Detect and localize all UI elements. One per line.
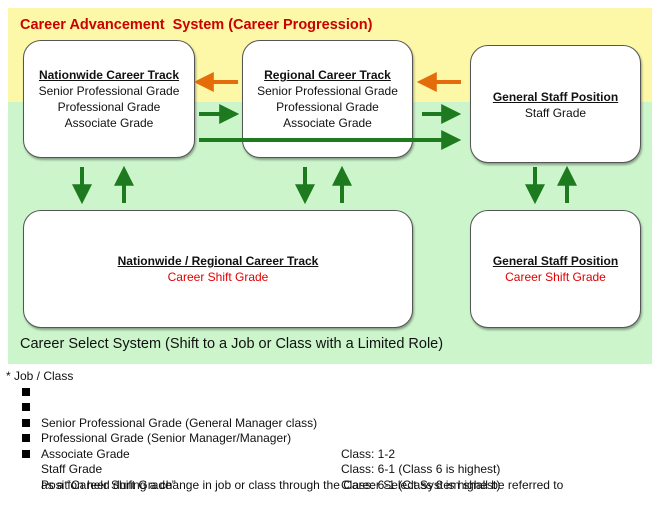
- note-class: Class: 1-2: [341, 446, 396, 461]
- bullet-square: [22, 387, 30, 396]
- note-continuation: as a “Career Shift Grade”: [41, 477, 176, 492]
- box-line: Associate Grade: [64, 116, 154, 130]
- box-line: Professional Grade: [57, 100, 161, 114]
- note-item: Professional Grade (Senior Manager/Manag…: [6, 400, 395, 461]
- general-staff-shift-box: General Staff Position Career Shift Grad…: [470, 210, 641, 328]
- notes-heading: * Job / Class: [6, 369, 74, 383]
- arrows-layer: [72, 72, 577, 205]
- nationwide-regional-shift-box: Nationwide / Regional Career Track Caree…: [23, 210, 413, 328]
- note-text: Associate Grade: [41, 446, 130, 461]
- job-class-notes: * Job / Class Senior Professional Grade …: [6, 369, 563, 492]
- bullet-square: [22, 403, 30, 411]
- box-line: Senior Professional Grade: [38, 84, 180, 98]
- career-select-system-label: Career Select System (Shift to a Job or …: [20, 336, 444, 352]
- note-item: Staff Grade Class: 6-1 (Class 6 is highe…: [6, 431, 500, 492]
- note-item: Position held during a change in job or …: [6, 447, 563, 492]
- box-line: Staff Grade: [524, 106, 587, 120]
- note-class: Class: 6-1 (Class 6 is highest): [341, 462, 501, 476]
- career-shift-grade-label: Career Shift Grade: [167, 270, 269, 284]
- career-shift-grade-label: Career Shift Grade: [505, 270, 606, 284]
- bullet-square: [22, 449, 30, 458]
- note-text: Senior Professional Grade (General Manag…: [41, 415, 318, 430]
- box-heading: Nationwide / Regional Career Track: [117, 254, 319, 268]
- bullet-square: [22, 418, 30, 427]
- box-heading: Regional Career Track: [264, 68, 391, 82]
- note-text: Professional Grade (Senior Manager/Manag…: [41, 431, 292, 445]
- box-heading: Nationwide Career Track: [38, 68, 180, 82]
- box-line: Senior Professional Grade: [257, 84, 398, 98]
- box-line: Associate Grade: [283, 116, 372, 130]
- box-line: Professional Grade: [276, 100, 379, 114]
- note-item: Senior Professional Grade (General Manag…: [6, 385, 317, 430]
- nationwide-career-track-box: Nationwide Career Track Senior Professio…: [23, 40, 195, 158]
- bullet-square: [22, 434, 30, 442]
- diagram-title: Career Advancement System (Career Progre…: [20, 17, 373, 33]
- note-text: Staff Grade: [41, 462, 103, 476]
- note-item: Associate Grade Class: 6-1 (Class 6 is h…: [6, 416, 500, 476]
- box-heading: General Staff Position: [492, 90, 619, 104]
- general-staff-position-box: General Staff Position Staff Grade: [470, 45, 641, 163]
- box-heading: General Staff Position: [492, 254, 619, 268]
